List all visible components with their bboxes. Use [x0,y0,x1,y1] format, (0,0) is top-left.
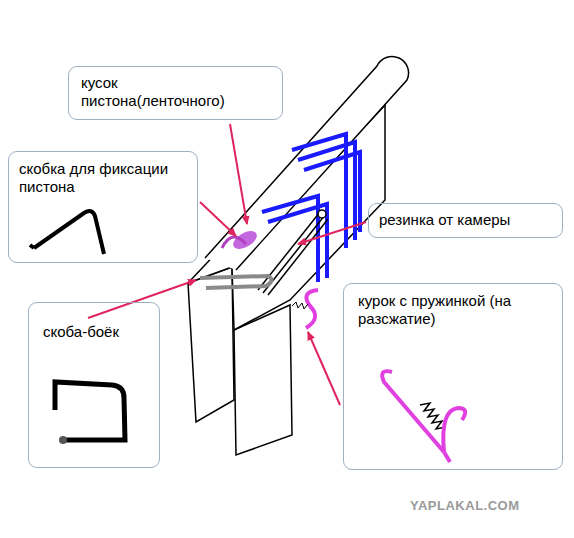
callout-text: курок с пружинкой (на разсжатие) [358,292,528,328]
callout-text: скоба-боёк [43,323,153,341]
callout-text: резинка от камеры [379,211,557,229]
callout-text: скобка для фиксации пистона [19,160,169,196]
callout-box: скоба-боёк [28,302,160,468]
callout-box: резинка от камеры [368,203,563,238]
callout-text: кусок пистона(ленточного) [81,74,261,110]
callout-box: скобка для фиксации пистона [8,151,198,263]
callout-box: кусок пистона(ленточного) [68,66,283,120]
watermark: YAPLAKAL.COM [410,498,520,513]
callout-box: курок с пружинкой (на разсжатие) [343,283,563,470]
